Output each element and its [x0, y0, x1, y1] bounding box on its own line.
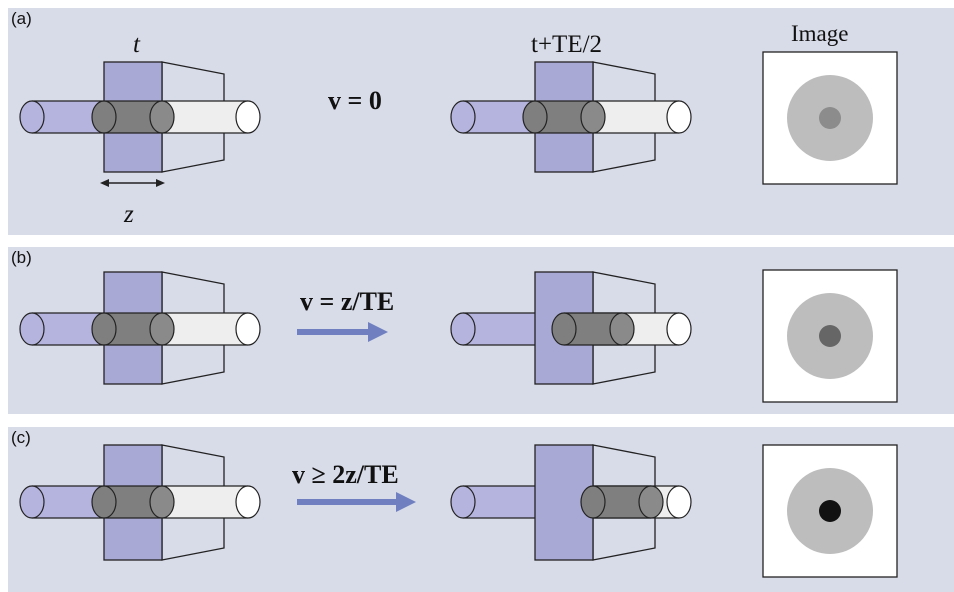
tube-body-clear-right-a: [593, 101, 679, 133]
tube-end-right-left-a: [235, 100, 261, 134]
spin-bolus-back-right-c: [580, 485, 606, 519]
flow-arrow-b-head: [368, 322, 388, 342]
tube-end-left-right-a: [450, 100, 476, 134]
spin-bolus-back-left-c: [91, 485, 117, 519]
tube-end-left-left-a: [19, 100, 45, 134]
spin-bolus-front-right-a: [580, 100, 606, 134]
tube-body-clear-left-a: [162, 101, 248, 133]
image-label: Image: [791, 21, 848, 46]
lumen-signal-dot-a: [819, 107, 841, 129]
panel-label-c: (c): [11, 428, 31, 447]
spin-bolus-front-left-b: [149, 312, 175, 346]
spin-bolus-back-right-a: [522, 100, 548, 134]
tube-end-right-right-c: [666, 485, 692, 519]
lumen-signal-dot-b: [819, 325, 841, 347]
label-t-te: t+TE/2: [531, 31, 602, 58]
spin-bolus-back-right-b: [551, 312, 577, 346]
tube-body-clear-left-b: [162, 313, 248, 345]
panel-label-a: (a): [11, 9, 32, 28]
spin-bolus-front-right-b: [609, 312, 635, 346]
flow-arrow-c-head: [396, 492, 416, 512]
tube-end-left-left-b: [19, 312, 45, 346]
tube-end-right-right-a: [666, 100, 692, 134]
spin-bolus-front-left-a: [149, 100, 175, 134]
tube-end-left-right-c: [450, 485, 476, 519]
panel-label-b: (b): [11, 248, 32, 267]
tube-end-right-left-c: [235, 485, 261, 519]
lumen-signal-dot-c: [819, 500, 841, 522]
tube-body-clear-left-c: [162, 486, 248, 518]
tube-end-right-right-b: [666, 312, 692, 346]
velocity-label-b: v = z/TE: [300, 287, 394, 316]
tube-end-right-left-b: [235, 312, 261, 346]
velocity-label-c: v ≥ 2z/TE: [292, 460, 399, 489]
spin-bolus-back-left-b: [91, 312, 117, 346]
label-t: t: [133, 31, 141, 58]
spin-bolus-front-right-c: [638, 485, 664, 519]
spin-bolus-back-left-a: [91, 100, 117, 134]
tube-end-left-right-b: [450, 312, 476, 346]
tube-end-left-left-c: [19, 485, 45, 519]
spin-bolus-front-left-c: [149, 485, 175, 519]
label-z: z: [123, 201, 134, 228]
velocity-label-a: v = 0: [328, 86, 382, 115]
